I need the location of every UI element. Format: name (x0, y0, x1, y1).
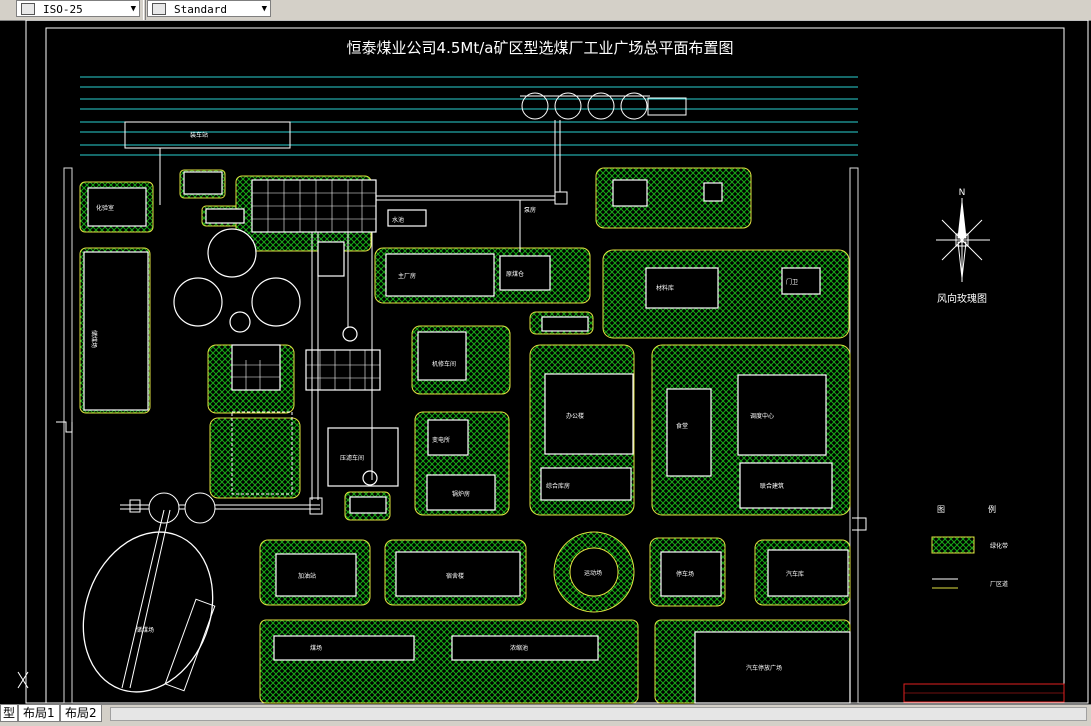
drawing-canvas[interactable]: 恒泰煤业公司4.5Mt/a矿区型选煤厂工业广场总平面布置图 (0, 20, 1091, 705)
label-top: 装车站 (190, 131, 208, 139)
stadium-inner (569, 547, 619, 597)
junction-tanks (148, 492, 216, 524)
tab-layout2[interactable]: 布局2 (60, 705, 102, 722)
conveyors (120, 195, 555, 515)
label-workshop1: 综合库房 (546, 482, 570, 490)
chevron-down-icon[interactable]: ▼ (130, 4, 136, 14)
label-repair: 机修车间 (432, 360, 456, 368)
label-pump: 泵房 (524, 206, 536, 214)
text-style-icon (152, 3, 166, 15)
tab-layout1[interactable]: 布局1 (18, 705, 60, 722)
drawing-title: 恒泰煤业公司4.5Mt/a矿区型选煤厂工业广场总平面布置图 (347, 39, 734, 57)
toolbar: ISO-25 ▼ Standard ▼ (0, 0, 1091, 21)
label-coal-yard: 煤场 (310, 644, 322, 652)
label-coal-storage: 储煤场 (136, 626, 154, 634)
label-gas: 加油站 (298, 572, 316, 580)
label-hall: 调度中心 (750, 412, 774, 420)
label-park: 汽车停放广场 (746, 664, 782, 672)
label-store: 储煤场 (90, 330, 98, 348)
wind-rose (936, 198, 990, 282)
label-filter: 压滤车间 (340, 454, 364, 462)
label-garage: 汽车库 (786, 570, 804, 578)
legend: 图 例 绿化带 厂区道 (931, 504, 1008, 589)
rail-lines (80, 76, 858, 156)
label-substation: 变电所 (432, 436, 450, 444)
label-canteen: 食堂 (676, 422, 688, 430)
left-rail (63, 167, 73, 704)
filter-building (231, 411, 293, 495)
label-guard: 门卫 (786, 278, 798, 286)
rail-markers (56, 421, 867, 531)
label-pool: 水池 (392, 216, 404, 224)
label-warehouse: 材料库 (656, 284, 674, 292)
coal-storage (82, 509, 216, 693)
building-top-left (124, 121, 291, 149)
wind-rose-label: 风向玫瑰图 (937, 292, 987, 305)
label-lab: 化验室 (96, 204, 114, 212)
building-labels: 装车站 化验室 储煤场 主厂房 原煤仓 材料库 门卫 泵房 水池 办公楼 综合库… (90, 131, 804, 672)
legend-line-label: 厂区道 (990, 580, 1008, 588)
ucs-icon (17, 671, 29, 689)
label-wash: 主厂房 (398, 272, 416, 280)
legend-title-left: 图 (937, 505, 945, 514)
label-office: 办公楼 (566, 412, 584, 420)
label-raw: 原煤仓 (506, 270, 524, 278)
north-label: N (959, 188, 966, 198)
chevron-down-icon[interactable]: ▼ (261, 4, 267, 14)
buildings (83, 171, 851, 704)
legend-green-swatch (931, 536, 975, 554)
thickener-tanks (173, 228, 378, 486)
text-style-combo[interactable]: Standard ▼ (147, 0, 271, 17)
label-boiler: 锅炉房 (452, 490, 470, 498)
dimension-style-icon (21, 3, 35, 15)
label-workshop2: 联合建筑 (760, 482, 784, 490)
toolbar-separator (143, 0, 146, 20)
text-style-value: Standard (174, 3, 227, 16)
tab-model[interactable]: 型 (0, 705, 19, 722)
dimension-style-value: ISO-25 (43, 3, 83, 16)
label-parking: 停车场 (676, 570, 694, 578)
layout-tab-bar: 型 布局1 布局2 (0, 704, 1091, 726)
dimension-style-combo[interactable]: ISO-25 ▼ (16, 0, 140, 17)
legend-green-label: 绿化带 (990, 542, 1008, 550)
label-dorm: 宿舍楼 (446, 572, 464, 580)
top-tanks (520, 92, 687, 205)
label-stadium: 运动场 (584, 569, 602, 577)
horizontal-scrollbar[interactable] (110, 707, 1087, 721)
right-rail (849, 167, 859, 704)
legend-title-right: 例 (988, 504, 996, 514)
label-tank-area: 浓缩池 (510, 644, 528, 652)
